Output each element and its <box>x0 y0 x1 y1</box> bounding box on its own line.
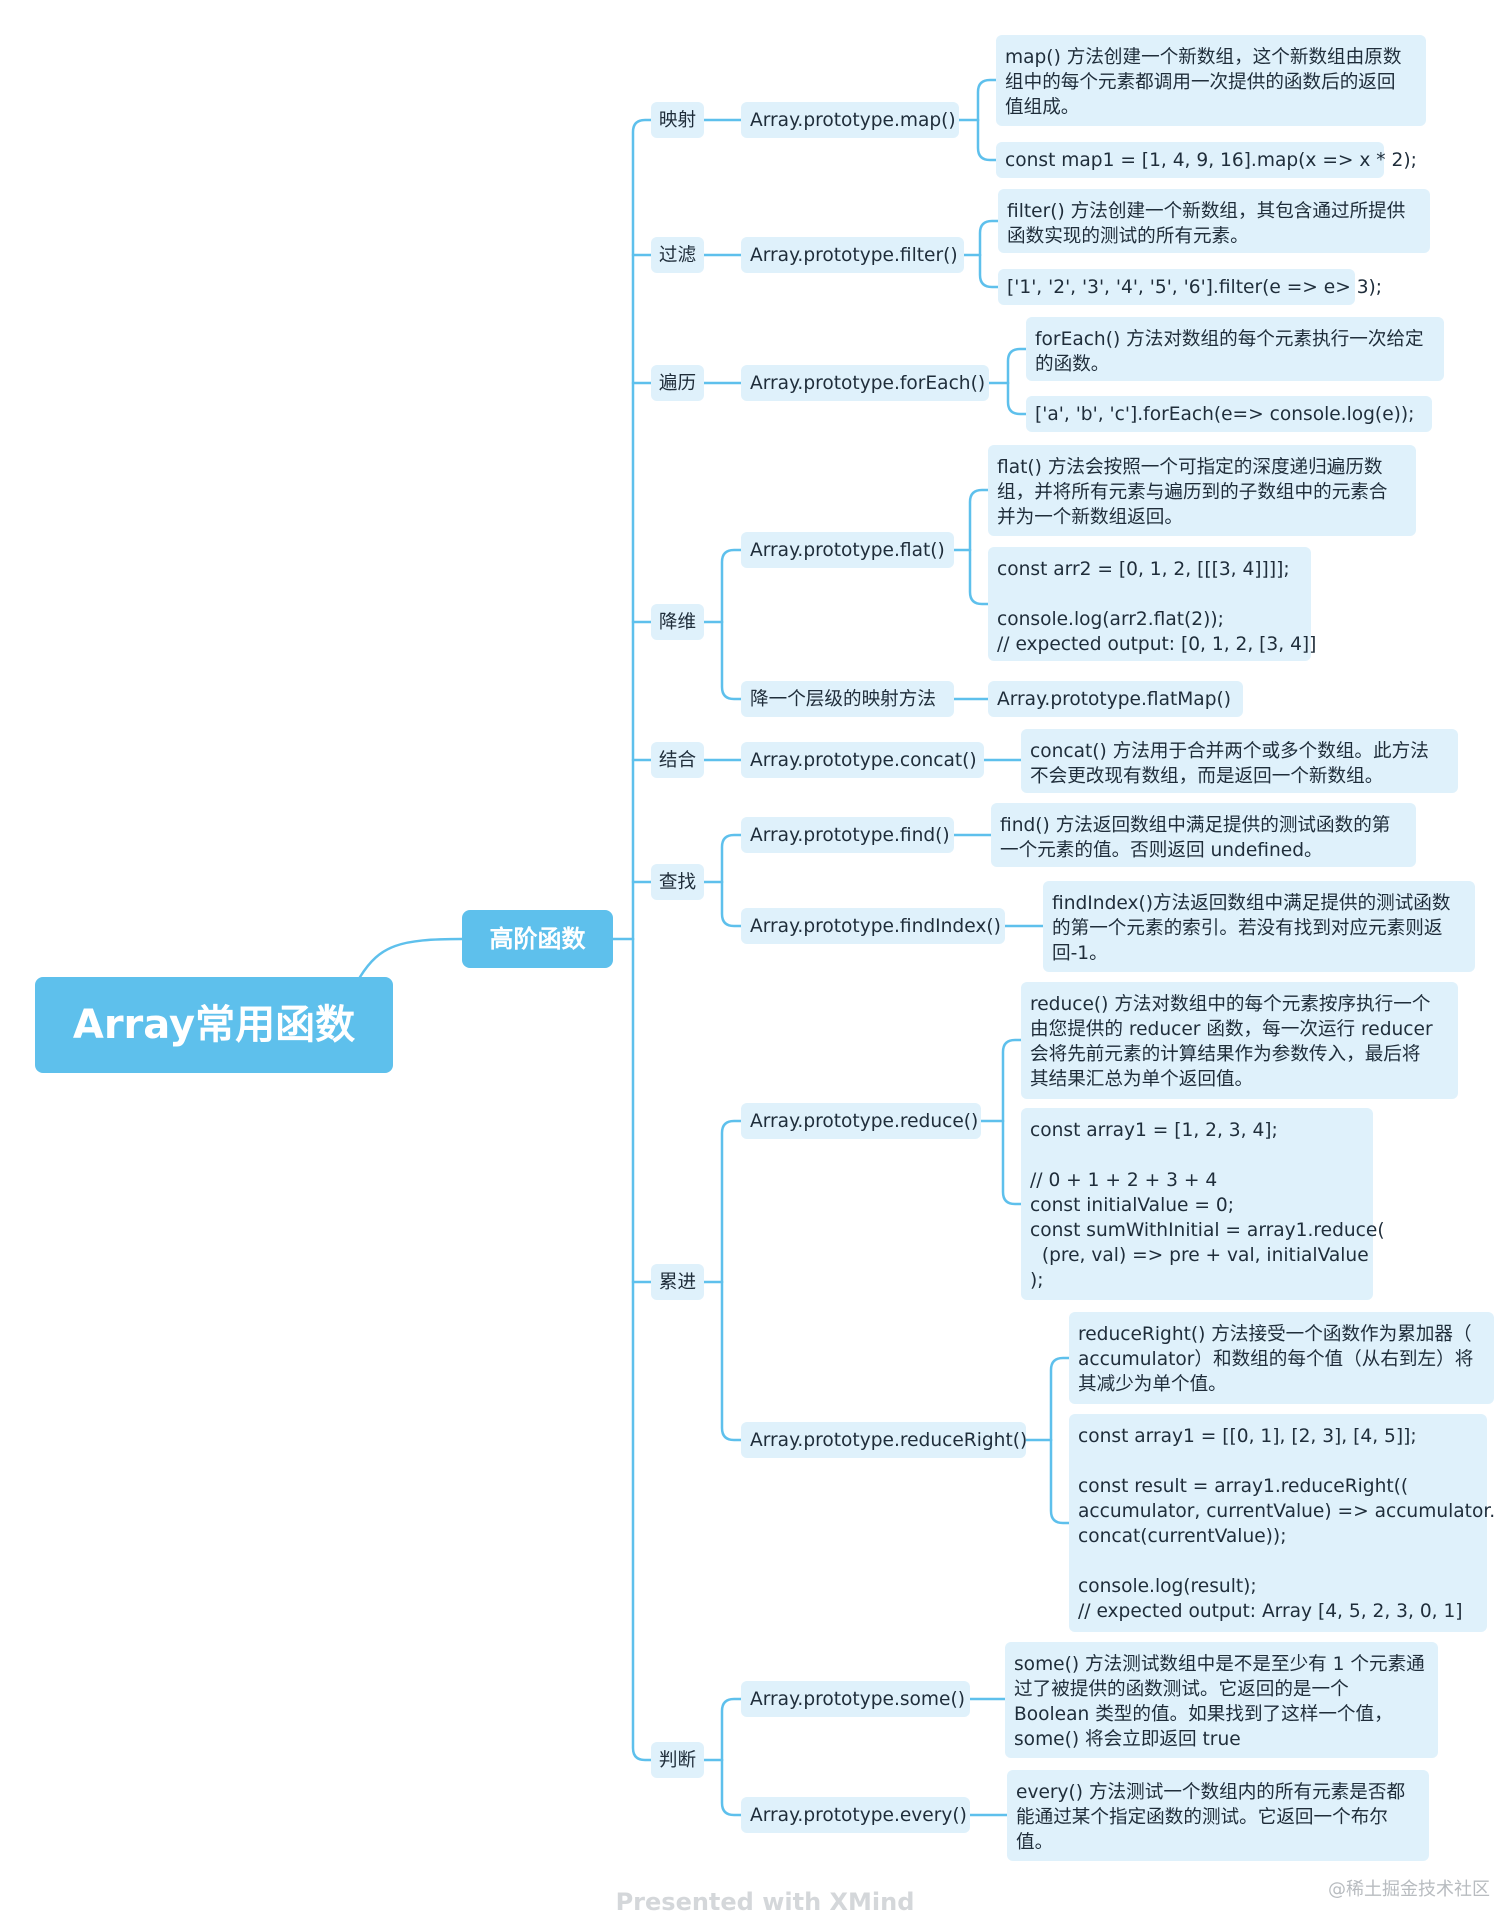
method-concat[interactable]: Array.prototype.concat() <box>741 742 984 778</box>
foreach-method-connector-branch-1 <box>1006 381 1028 416</box>
root-connector <box>358 937 464 979</box>
flat-code[interactable]: const arr2 = [0, 1, 2, [[[3, 4]]]]; cons… <box>988 547 1316 661</box>
method-findindex[interactable]: Array.prototype.findIndex() <box>741 908 1005 944</box>
flat-method-connector-branch-1 <box>968 548 990 606</box>
reduce-description[interactable]: reduce() 方法对数组中的每个元素按序执行一个 由您提供的 reducer… <box>1021 982 1458 1099</box>
judge-cat-connector-branch-0 <box>720 1697 743 1762</box>
find-cat-connector-branch-1 <box>720 880 743 928</box>
method-find[interactable]: Array.prototype.find() <box>741 817 954 853</box>
category-foreach[interactable]: 遍历 <box>651 365 704 401</box>
subroot-node[interactable]: 高阶函数 <box>462 910 613 968</box>
category-reduce[interactable]: 累进 <box>651 1264 704 1300</box>
watermark-text: @稀土掘金技术社区 <box>1328 1879 1490 1900</box>
find-cat-connector-branch-0 <box>720 833 743 884</box>
foreach-method-connector-branch-0 <box>1006 347 1028 385</box>
category-judge[interactable]: 判断 <box>651 1742 704 1778</box>
subroot-connector-branch-0 <box>631 118 653 941</box>
map-method-connector-branch-0 <box>976 78 998 122</box>
map-code[interactable]: const map1 = [1, 4, 9, 16].map(x => x * … <box>996 142 1417 178</box>
judge-cat-connector-branch-1 <box>720 1758 743 1817</box>
method-some[interactable]: Array.prototype.some() <box>741 1681 970 1717</box>
filter-method-connector-branch-0 <box>978 219 1000 257</box>
reduceright-method-connector-branch-1 <box>1049 1438 1071 1525</box>
findindex-description[interactable]: findIndex()方法返回数组中满足提供的测试函数 的第一个元素的索引。若没… <box>1043 881 1475 972</box>
subroot-connector-branch-7 <box>631 937 653 1762</box>
map-method-connector-branch-1 <box>976 118 998 162</box>
flat-method-connector-branch-0 <box>968 488 990 552</box>
method-flat-level[interactable]: 降一个层级的映射方法 <box>741 681 954 717</box>
root-node[interactable]: Array常用函数 <box>35 977 393 1073</box>
flat-description[interactable]: flat() 方法会按照一个可指定的深度递归遍历数 组，并将所有元素与遍历到的子… <box>988 445 1416 536</box>
reduce-code[interactable]: const array1 = [1, 2, 3, 4]; // 0 + 1 + … <box>1021 1108 1385 1300</box>
method-map[interactable]: Array.prototype.map() <box>741 102 959 138</box>
find-description[interactable]: find() 方法返回数组中满足提供的测试函数的第 一个元素的值。否则返回 un… <box>991 803 1416 867</box>
map-description[interactable]: map() 方法创建一个新数组，这个新数组由原数 组中的每个元素都调用一次提供的… <box>996 35 1426 126</box>
category-filter[interactable]: 过滤 <box>651 237 704 273</box>
category-find[interactable]: 查找 <box>651 864 704 900</box>
reduceright-code[interactable]: const array1 = [[0, 1], [2, 3], [4, 5]];… <box>1069 1414 1495 1632</box>
method-flat[interactable]: Array.prototype.flat() <box>741 532 954 568</box>
every-description[interactable]: every() 方法测试一个数组内的所有元素是否都 能通过某个指定函数的测试。它… <box>1007 1770 1429 1861</box>
some-description[interactable]: some() 方法测试数组中是不是至少有 1 个元素通 过了被提供的函数测试。它… <box>1005 1642 1438 1758</box>
reduce-cat-connector-branch-1 <box>720 1280 743 1442</box>
category-concat[interactable]: 结合 <box>651 742 704 778</box>
filter-code[interactable]: ['1', '2', '3', '4', '5', '6'].filter(e … <box>998 269 1382 305</box>
flat-cat-connector-branch-1 <box>720 620 743 701</box>
category-map[interactable]: 映射 <box>651 102 704 138</box>
flatmap-node[interactable]: Array.prototype.flatMap() <box>988 681 1243 717</box>
reduce-method-connector-branch-0 <box>1001 1038 1023 1123</box>
filter-method-connector-branch-1 <box>978 253 1000 289</box>
foreach-description[interactable]: forEach() 方法对数组的每个元素执行一次给定 的函数。 <box>1026 317 1444 381</box>
reduceright-description[interactable]: reduceRight() 方法接受一个函数作为累加器（ accumulator… <box>1069 1312 1494 1404</box>
method-filter[interactable]: Array.prototype.filter() <box>741 237 964 273</box>
flat-cat-connector-branch-0 <box>720 548 743 624</box>
reduceright-method-connector-branch-0 <box>1049 1356 1071 1442</box>
reduce-cat-connector-branch-0 <box>720 1119 743 1284</box>
method-every[interactable]: Array.prototype.every() <box>741 1797 970 1833</box>
method-reduce[interactable]: Array.prototype.reduce() <box>741 1103 981 1139</box>
concat-description[interactable]: concat() 方法用于合并两个或多个数组。此方法 不会更改现有数组，而是返回… <box>1021 729 1458 793</box>
footer-text: Presented with XMind <box>615 1888 915 1916</box>
reduce-method-connector-branch-1 <box>1001 1119 1023 1206</box>
category-flat[interactable]: 降维 <box>651 604 704 640</box>
method-foreach[interactable]: Array.prototype.forEach() <box>741 365 989 401</box>
foreach-code[interactable]: ['a', 'b', 'c'].forEach(e=> console.log(… <box>1026 396 1432 432</box>
filter-description[interactable]: filter() 方法创建一个新数组，其包含通过所提供 函数实现的测试的所有元素… <box>998 189 1430 253</box>
method-reduceright[interactable]: Array.prototype.reduceRight() <box>741 1422 1027 1458</box>
